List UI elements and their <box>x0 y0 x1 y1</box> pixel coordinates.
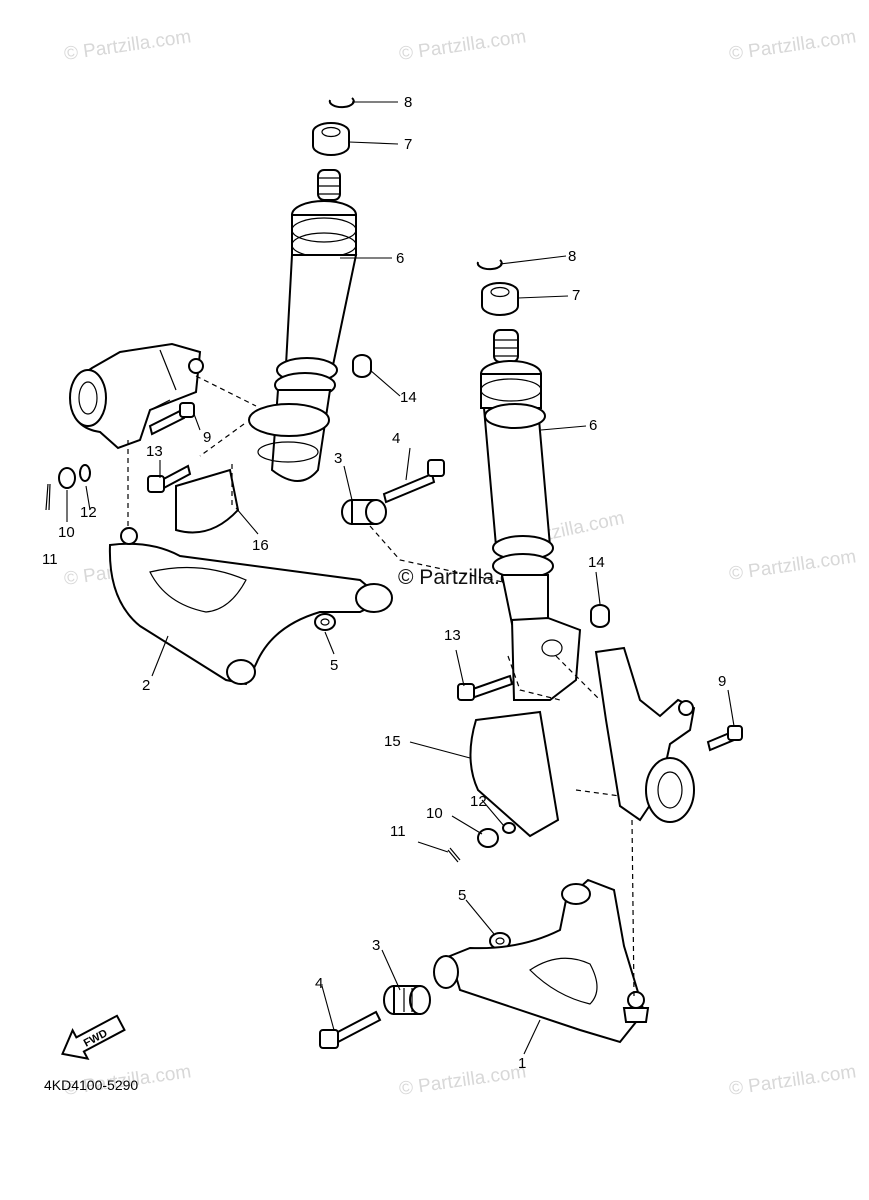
steering-knuckle-right <box>594 646 696 823</box>
callout-10: 10 <box>426 805 443 822</box>
callout-3: 3 <box>372 937 380 954</box>
bushing-3-right <box>383 985 431 1015</box>
nut-5-left <box>314 613 336 631</box>
washer-12-left <box>79 464 91 482</box>
leader-lines-left <box>66 101 541 677</box>
cotter-pin-11-left <box>45 483 51 511</box>
upper-nut-right <box>481 282 519 316</box>
callout-4: 4 <box>315 975 323 992</box>
circlip-right <box>476 259 503 271</box>
shock-absorber-left <box>248 169 358 482</box>
bolt-9-left <box>148 402 195 436</box>
watermark-text: © Partzilla.com <box>728 546 858 585</box>
left-assembly: 8 7 6 14 9 13 4 3 12 10 11 16 5 2 <box>42 94 541 694</box>
callout-13: 13 <box>444 627 461 644</box>
right-assembly: 8 7 6 14 13 9 15 12 10 11 5 3 4 1 <box>315 248 743 1072</box>
callout-15: 15 <box>384 733 401 750</box>
callout-6: 6 <box>589 417 597 434</box>
bolt-13-left <box>147 464 192 493</box>
nut-10-left <box>58 467 76 489</box>
bolt-4-left <box>382 459 445 504</box>
callout-5: 5 <box>458 887 466 904</box>
callout-1: 1 <box>518 1055 526 1072</box>
bushing-3-left <box>341 499 387 525</box>
callout-7: 7 <box>404 136 412 153</box>
leader-lines-right <box>321 255 735 1055</box>
watermark-text: © Partzilla.com <box>728 1061 858 1100</box>
washer-12-right <box>502 822 516 834</box>
callout-5: 5 <box>330 657 338 674</box>
lower-arm-left <box>108 527 393 686</box>
fwd-arrow: FWD <box>61 1014 126 1060</box>
callout-9: 9 <box>718 673 726 690</box>
circlip-left <box>328 97 355 109</box>
nut-14-right <box>590 604 610 628</box>
watermark-text: © Partzilla.com <box>398 1061 528 1100</box>
callout-2: 2 <box>142 677 150 694</box>
watermark-text: © Partzilla.com <box>398 26 528 65</box>
callout-8: 8 <box>404 94 412 111</box>
steering-knuckle-left <box>69 342 204 450</box>
callout-6: 6 <box>396 250 404 267</box>
guard-15-right <box>469 710 560 838</box>
bolt-13-right <box>457 674 514 701</box>
watermark-text: © Partzilla.com <box>728 26 858 65</box>
callout-13: 13 <box>146 443 163 460</box>
guard-16-left <box>175 468 240 534</box>
callout-10: 10 <box>58 524 75 541</box>
callout-14: 14 <box>588 554 605 571</box>
nut-14-left <box>352 354 372 378</box>
callout-4: 4 <box>392 430 400 447</box>
callout-8: 8 <box>568 248 576 265</box>
callout-12: 12 <box>80 504 97 521</box>
cotter-pin-11-right <box>447 847 461 863</box>
callout-9: 9 <box>203 429 211 446</box>
upper-nut-left <box>312 122 350 156</box>
watermark-text: © Partzilla.com <box>63 26 193 65</box>
shock-absorber-right <box>480 329 582 701</box>
callout-11: 11 <box>390 823 406 840</box>
nut-10-right <box>477 828 499 848</box>
bolt-4-right <box>319 1010 382 1049</box>
callout-12: 12 <box>470 793 487 810</box>
callout-11: 11 <box>42 551 58 568</box>
diagram-code: 4KD4100-5290 <box>44 1077 138 1093</box>
bolt-9-right <box>706 725 743 752</box>
callout-16: 16 <box>252 537 269 554</box>
nut-5-right <box>489 932 511 950</box>
callout-7: 7 <box>572 287 580 304</box>
callout-3: 3 <box>334 450 342 467</box>
callout-14: 14 <box>400 389 417 406</box>
lower-arm-right <box>433 878 650 1044</box>
